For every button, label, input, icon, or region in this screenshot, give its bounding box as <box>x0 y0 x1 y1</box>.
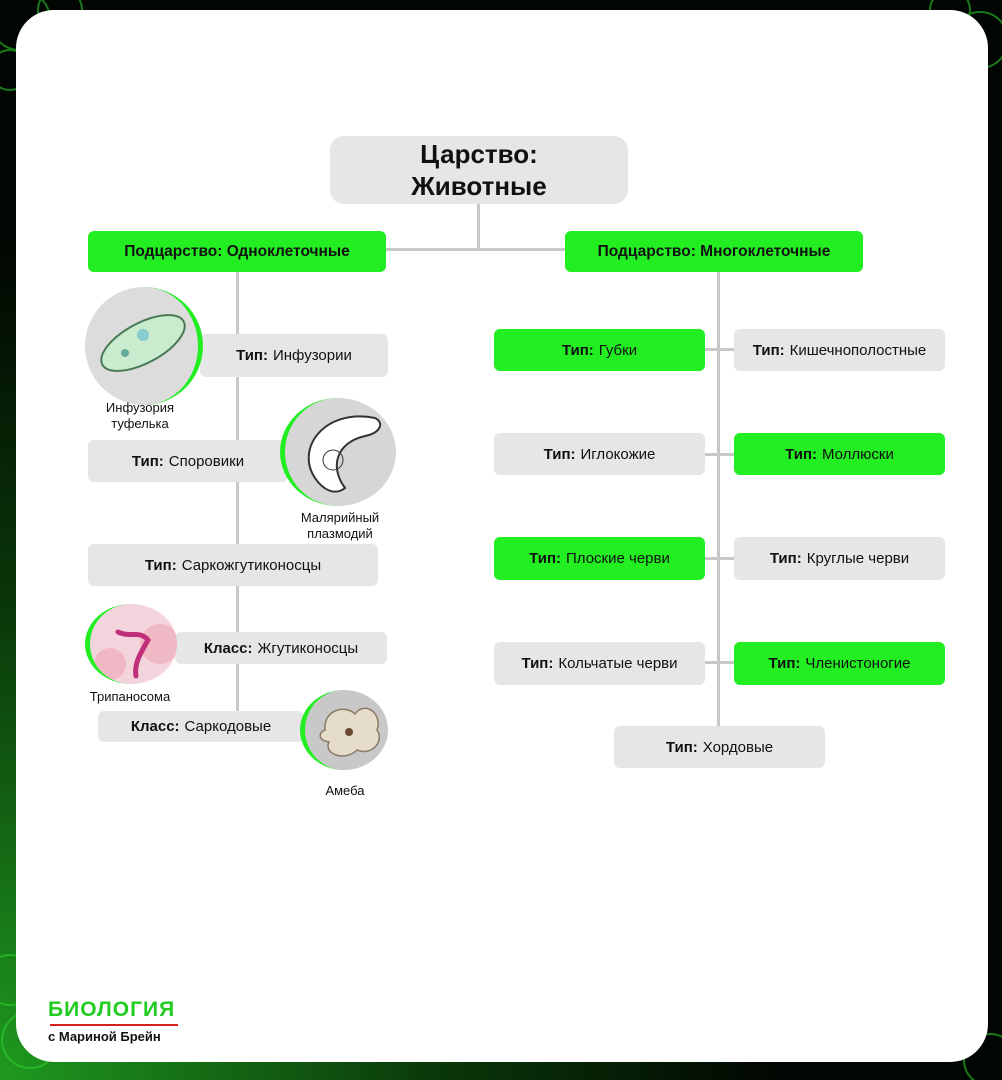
type-name: Споровики <box>168 452 245 470</box>
class-name: Жгутиконосцы <box>257 639 359 657</box>
type-roundworms: Тип:Круглые черви <box>734 537 945 580</box>
type-prefix: Тип: <box>768 655 801 672</box>
infusoria-image <box>85 287 203 405</box>
connector <box>717 272 720 726</box>
connector <box>236 272 239 712</box>
type-prefix: Тип: <box>543 445 576 463</box>
type-name: Круглые черви <box>806 550 910 567</box>
type-prefix: Тип: <box>785 445 817 463</box>
connector <box>477 202 480 250</box>
type-name: Кишечнополостные <box>789 341 927 359</box>
connector <box>705 453 735 456</box>
type-name: Губки <box>598 341 638 359</box>
logo-subtitle: с Мариной Брейн <box>48 1029 161 1044</box>
logo-underline <box>50 1024 178 1026</box>
type-sporozoa: Тип:Споровики <box>88 440 288 482</box>
logo-title: БИОЛОГИЯ <box>48 998 176 1021</box>
amoeba-image <box>300 690 388 770</box>
class-prefix: Класс: <box>203 639 253 657</box>
root-node: Царство: Животные <box>330 136 628 204</box>
caption-trypanosoma: Трипаносома <box>89 689 171 704</box>
type-echinoderms: Тип:Иглокожие <box>494 433 705 475</box>
connector <box>705 348 735 351</box>
root-line1: Царство: <box>420 138 538 169</box>
type-prefix: Тип: <box>769 550 802 567</box>
caption-plasmodium: Малярийный плазмодий <box>300 510 380 542</box>
type-name: Иглокожие <box>580 445 656 463</box>
type-sarcomastigophora: Тип:Саркожгутиконосцы <box>88 544 378 586</box>
caption-infusoria: Инфузория туфелька <box>105 400 175 432</box>
type-name: Хордовые <box>702 738 774 756</box>
type-name: Моллюски <box>822 445 894 463</box>
type-flatworms: Тип:Плоские черви <box>494 537 705 580</box>
type-name: Членистоногие <box>805 655 911 672</box>
type-annelids: Тип:Кольчатые черви <box>494 642 705 685</box>
type-prefix: Тип: <box>144 556 177 574</box>
type-name: Саркожгутиконосцы <box>181 556 322 574</box>
class-sarcodina: Класс:Саркодовые <box>98 711 304 742</box>
type-infusoria: Тип:Инфузории <box>200 334 388 377</box>
class-name: Саркодовые <box>184 718 272 735</box>
type-arthropods: Тип:Членистоногие <box>734 642 945 685</box>
type-cnidaria: Тип:Кишечнополостные <box>734 329 945 371</box>
connector <box>705 661 735 664</box>
type-chordates: Тип:Хордовые <box>614 726 825 768</box>
type-sponges: Тип:Губки <box>494 329 705 371</box>
type-prefix: Тип: <box>561 341 594 359</box>
caption-amoeba: Амеба <box>325 783 365 798</box>
type-name: Плоские черви <box>566 550 670 567</box>
connector <box>705 557 735 560</box>
type-prefix: Тип: <box>529 550 562 567</box>
type-molluscs: Тип: Моллюски <box>734 433 945 475</box>
type-prefix: Тип: <box>665 738 698 756</box>
type-prefix: Тип: <box>752 341 785 359</box>
plasmodium-image <box>280 398 396 506</box>
type-name: Кольчатые черви <box>558 655 678 672</box>
type-prefix: Тип: <box>521 655 554 672</box>
subkingdom-unicellular: Подцарство: Одноклеточные <box>88 231 386 272</box>
root-line2: Животные <box>411 171 547 201</box>
type-prefix: Тип: <box>236 347 268 364</box>
connector <box>386 248 566 251</box>
type-name: Инфузории <box>272 347 352 364</box>
subkingdom-multicellular: Подцарство: Многоклеточные <box>565 231 863 272</box>
type-prefix: Тип: <box>131 452 164 470</box>
class-flagellates: Класс:Жгутиконосцы <box>175 632 387 664</box>
class-prefix: Класс: <box>130 718 180 735</box>
trypanosoma-image <box>85 604 177 684</box>
